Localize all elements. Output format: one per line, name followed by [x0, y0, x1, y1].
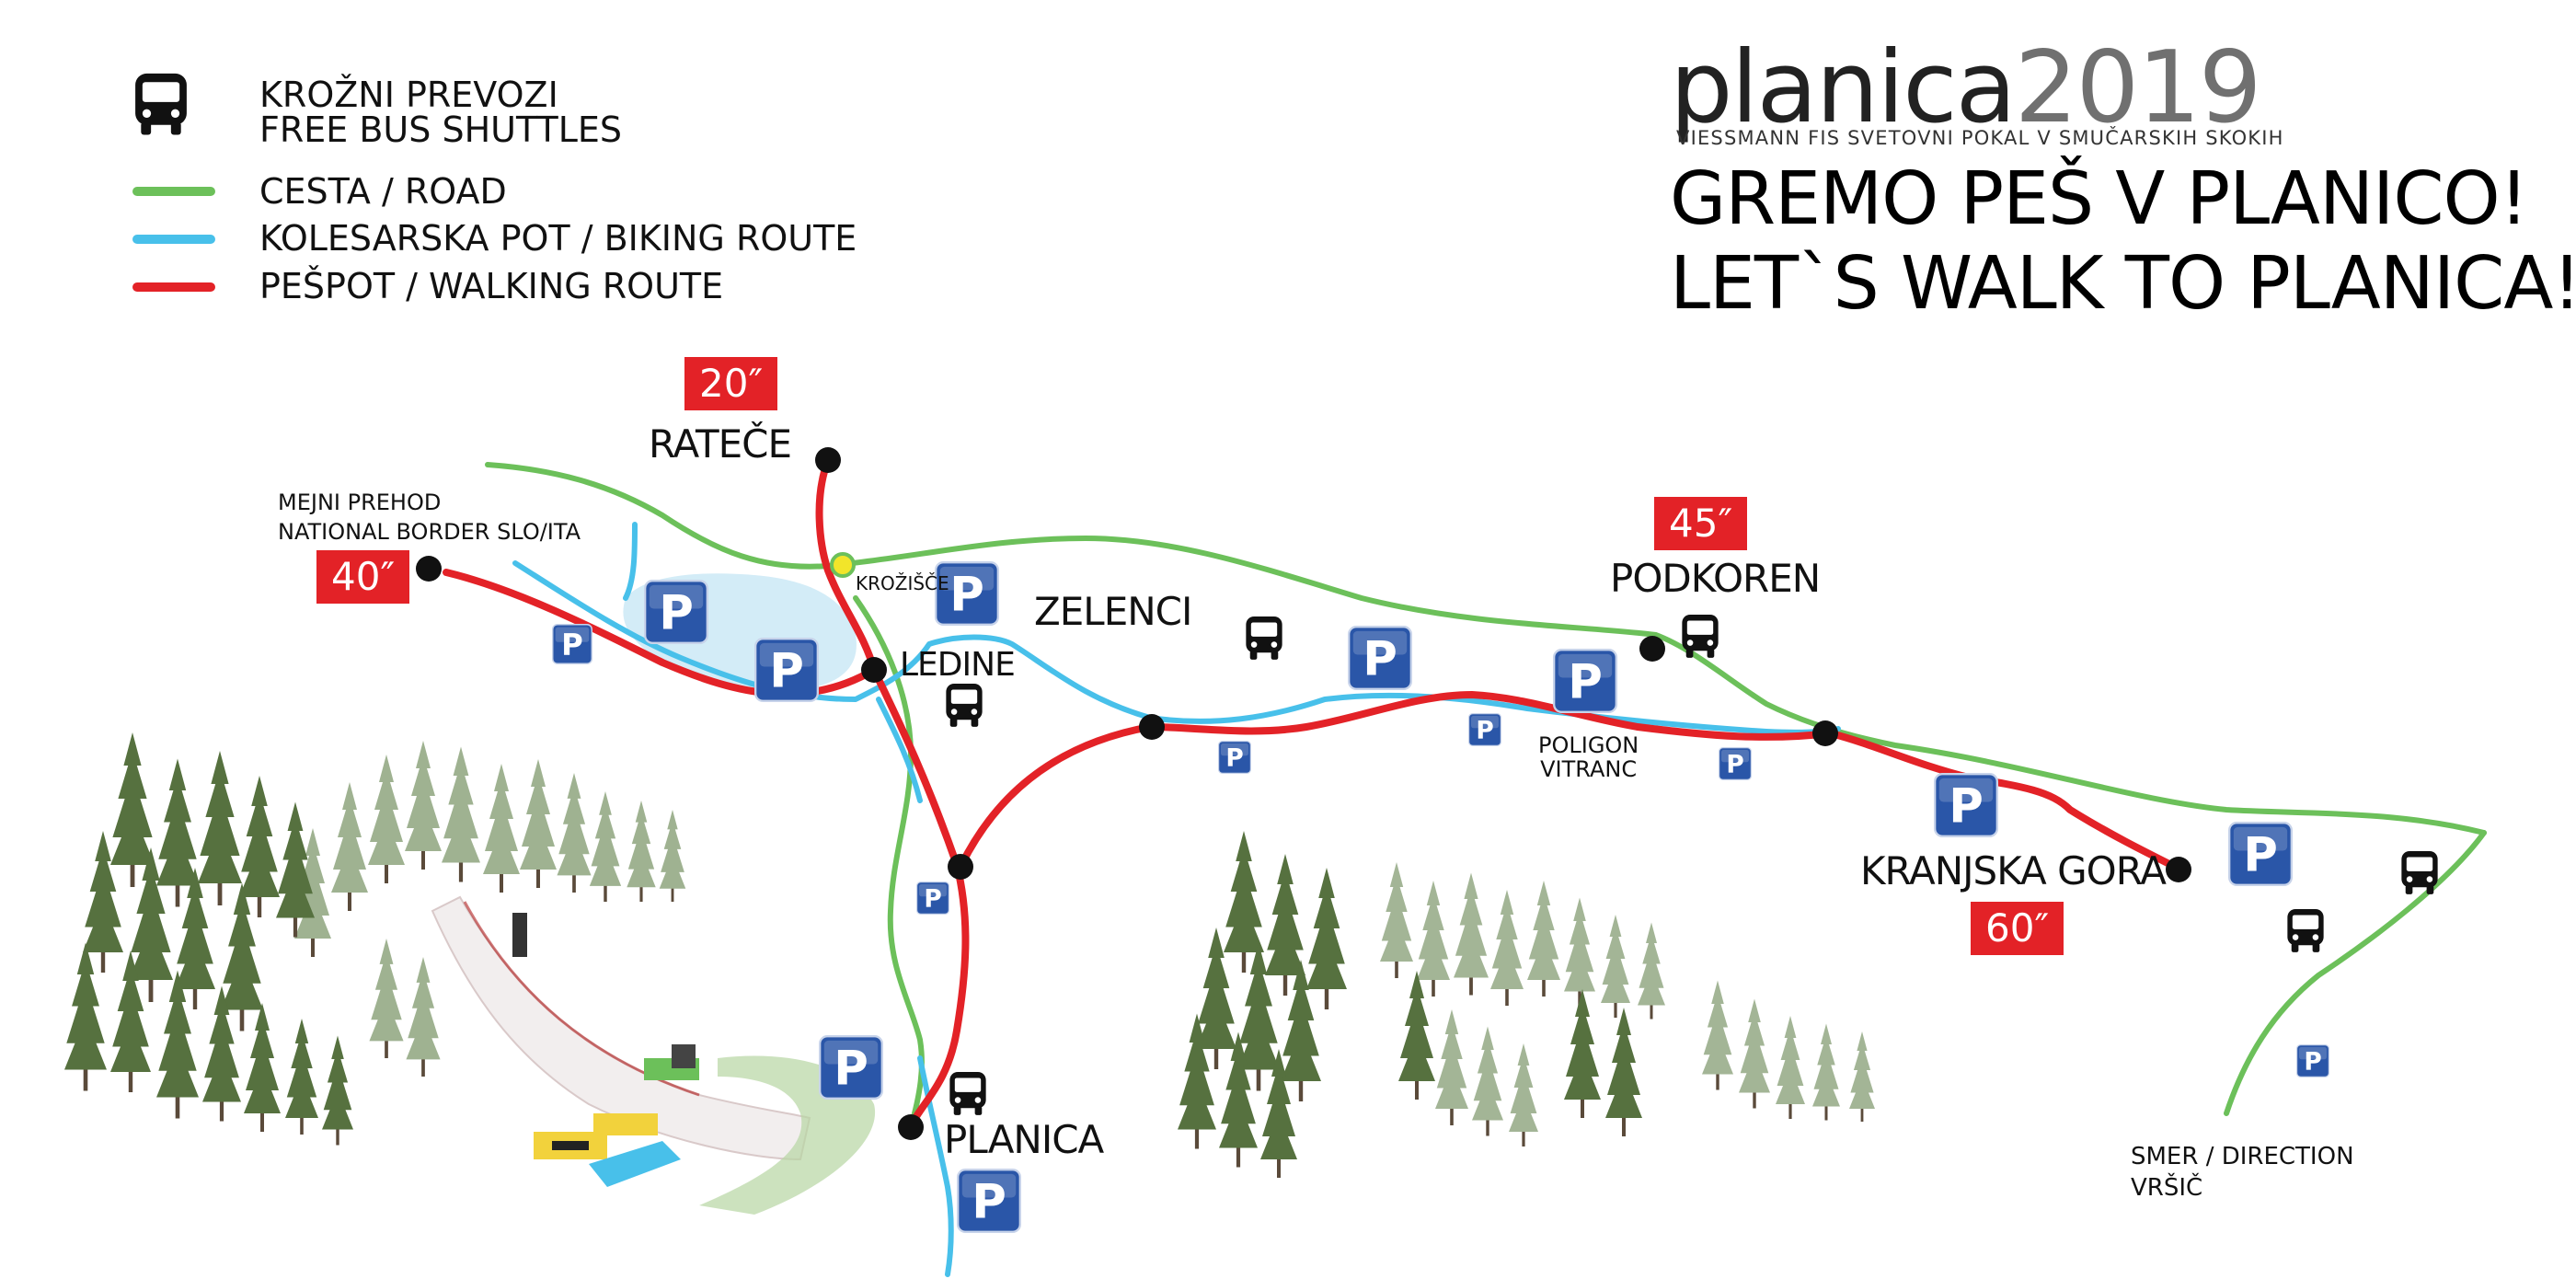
bus-icon: [946, 684, 983, 727]
forest-middle: [1178, 831, 1875, 1178]
bus-icon: [1246, 616, 1282, 660]
walk-time-kranjska-gora: 60″: [1971, 902, 2064, 955]
stop-dot-icon: [2166, 857, 2191, 882]
parking-icon: [644, 580, 708, 644]
legend-bus-label: KROŽNI PREVOZI FREE BUS SHUTTLES: [259, 75, 623, 150]
stop-dot-icon: [815, 447, 841, 473]
parking-icon: [1218, 741, 1251, 774]
legend-bike-label: KOLESARSKA POT / BIKING ROUTE: [259, 218, 857, 259]
ski-jump: [431, 895, 876, 1215]
legend-road-label: CESTA / ROAD: [259, 171, 507, 212]
parking-icon: [957, 1169, 1021, 1233]
stop-dot-icon: [861, 657, 887, 683]
legend-walk-label: PEŠPOT / WALKING ROUTE: [259, 266, 724, 306]
label-podkoren: PODKOREN: [1610, 556, 1821, 601]
walking-routes: [443, 456, 2184, 1131]
brand-logo: planica2019: [1670, 30, 2262, 145]
label-zelenci: ZELENCI: [1034, 589, 1192, 634]
parking-icon: [754, 638, 819, 702]
stop-dot-icon: [416, 556, 442, 582]
bus-icon: [2401, 851, 2438, 894]
bus-icon: [1682, 615, 1719, 658]
stop-dot-icon: [1139, 714, 1165, 740]
bus-icon: [949, 1072, 986, 1115]
label-ratece: RATEČE: [649, 421, 792, 467]
bus-icon: [2287, 909, 2324, 952]
label-planica: PLANICA: [944, 1117, 1104, 1162]
legend-walk-swatch: [132, 282, 215, 292]
stop-dots: [416, 447, 2191, 1140]
brand-name: planica: [1670, 30, 2017, 145]
legend-bike-swatch: [132, 235, 215, 244]
walk-time-ratece: 20″: [684, 357, 778, 410]
label-krozisce: KROŽIŠČE: [856, 572, 949, 594]
legend-road-swatch: [132, 187, 215, 196]
parking-icon: [1719, 747, 1752, 780]
stop-dot-icon: [898, 1114, 924, 1140]
label-kranjska-gora: KRANJSKA GORA: [1860, 848, 2167, 893]
parking-icon: [552, 624, 592, 664]
headline-english: LET`S WALK TO PLANICA!: [1670, 241, 2576, 326]
parking-icon: [2296, 1044, 2329, 1077]
walk-time-border: 40″: [316, 550, 410, 604]
parking-icon: [819, 1035, 883, 1100]
parking-icon: [1553, 649, 1617, 713]
stop-dot-icon: [948, 854, 973, 880]
bus-icon: [135, 73, 187, 135]
parking-icon: [1348, 626, 1412, 690]
parking-icon: [1468, 713, 1501, 746]
label-direction-vrsic: SMER / DIRECTION VRŠIČ: [2131, 1143, 2354, 1202]
stop-dot-icon: [1812, 720, 1838, 746]
label-poligon-vitranc: POLIGON VITRANC: [1538, 732, 1639, 782]
roundabout-marker: [830, 552, 856, 578]
stop-dot-icon: [1639, 636, 1665, 662]
walk-time-podkoren: 45″: [1654, 497, 1748, 550]
headline-slovenian: GREMO PEŠ V PLANICO!: [1670, 156, 2528, 241]
parking-icon: [1934, 773, 1998, 837]
brand-subtitle: VIESSMANN FIS SVETOVNI POKAL V SMUČARSKI…: [1676, 127, 2284, 149]
label-ledine: LEDINE: [900, 646, 1016, 684]
label-border: MEJNI PREHOD NATIONAL BORDER SLO/ITA: [278, 490, 581, 545]
parking-icon: [2228, 822, 2293, 886]
parking-icon: [916, 881, 949, 915]
road-routes: [485, 462, 2487, 1130]
brand-year: 2019: [2014, 30, 2262, 145]
